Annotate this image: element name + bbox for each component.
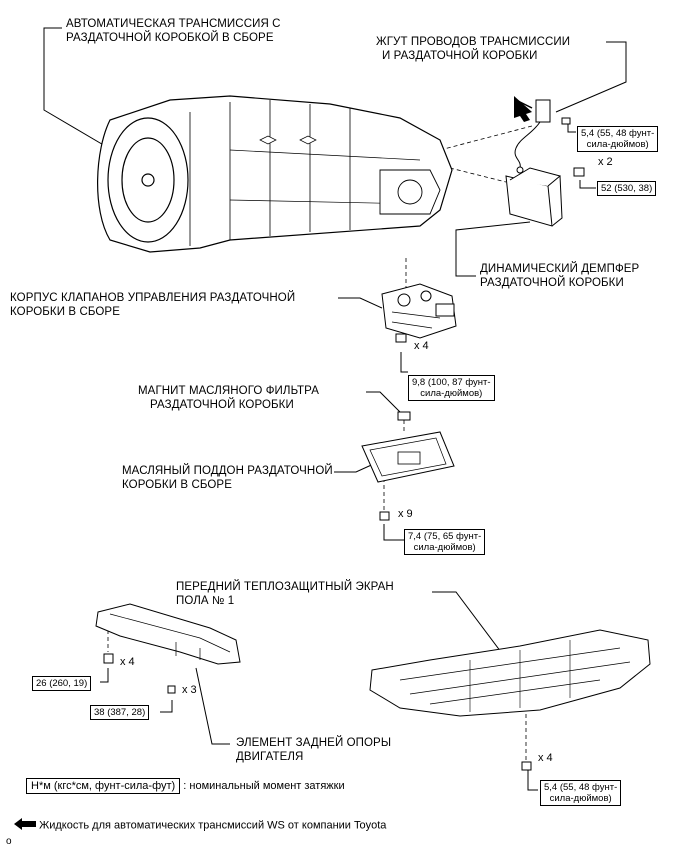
- torque-shield-bolt: 5,4 (55, 48 фунт- сила-дюймов): [540, 780, 622, 806]
- label-line: ЭЛЕМЕНТ ЗАДНЕЙ ОПОРЫ: [236, 737, 392, 749]
- transmission-drawing: [97, 95, 453, 253]
- torque-harness-bolt: 5,4 (55, 48 фунт- сила-дюймов): [577, 126, 659, 152]
- leader-magnet: [366, 391, 401, 413]
- torque-line: 7,4 (75, 65 фунт-: [408, 531, 482, 542]
- leader-mountbolt-torque: [100, 668, 109, 683]
- label-line: МАГНИТ МАСЛЯНОГО ФИЛЬТРА: [138, 385, 319, 397]
- leader-rearmount: [195, 667, 230, 745]
- magnet-drawing: [397, 411, 411, 421]
- torque-line: 9,8 (100, 87 фунт-: [412, 377, 491, 388]
- label-transmission: АВТОМАТИЧЕСКАЯ ТРАНСМИССИЯ С РАЗДАТОЧНОЙ…: [66, 17, 281, 45]
- label-line: ДИНАМИЧЕСКИЙ ДЕМПФЕР: [480, 263, 640, 275]
- torque-line: 5,4 (55, 48 фунт-: [581, 128, 655, 139]
- label-line: МАСЛЯНЫЙ ПОДДОН РАЗДАТОЧНОЙ: [122, 465, 333, 477]
- legend-torque: Н*м (кгс*см, фунт-сила-фут) : номинальны…: [26, 778, 345, 794]
- leader-damper: [455, 221, 531, 277]
- label-line: ПОЛА № 1: [176, 595, 235, 607]
- torque-line: 26 (260, 19): [36, 678, 88, 689]
- leader-damper-torque: [579, 180, 596, 189]
- leader-pan-torque: [383, 524, 404, 541]
- valve-body-drawing: [381, 283, 457, 339]
- torque-line: 52 (530, 38): [601, 183, 653, 194]
- torque-damper-bolt: 52 (530, 38): [597, 181, 657, 196]
- harness-drawing: [514, 99, 551, 174]
- label-line: ПЕРЕДНИЙ ТЕПЛОЗАЩИТНЫЙ ЭКРАН: [176, 581, 394, 593]
- dash-harness: [439, 125, 533, 151]
- torque-line: сила-дюймов): [586, 139, 649, 150]
- legend-fluid-text: Жидкость для автоматических трансмиссий …: [39, 819, 387, 832]
- label-line: И РАЗДАТОЧНОЙ КОРОБКИ: [382, 50, 538, 62]
- damper-drawing: [505, 167, 563, 227]
- qty-mount-bolt: x 4: [120, 656, 135, 668]
- qty-pan: x 9: [398, 508, 413, 520]
- torque-line: сила-дюймов): [549, 793, 612, 804]
- heat-shield-drawing: [369, 629, 651, 717]
- fluid-arrow-icon: [14, 818, 36, 833]
- label-line: КОРОБКИ В СБОРЕ: [10, 306, 120, 318]
- leader-shield-torque: [527, 770, 538, 791]
- bolt-icons: [103, 117, 585, 771]
- label-valve-body: КОРПУС КЛАПАНОВ УПРАВЛЕНИЯ РАЗДАТОЧНОЙ К…: [10, 291, 295, 319]
- leader-transmission: [43, 27, 113, 151]
- qty-valve: x 4: [414, 340, 429, 352]
- qty-shield: x 4: [538, 752, 553, 764]
- corner-mark: o: [6, 836, 12, 847]
- label-line: КОРОБКИ В СБОРЕ: [122, 479, 232, 491]
- dash-damper: [449, 167, 507, 183]
- torque-line: 5,4 (55, 48 фунт-: [544, 782, 618, 793]
- legend-torque-desc: : номинальный момент затяжки: [183, 780, 345, 792]
- leader-valve: [338, 297, 383, 309]
- leader-valve-torque: [400, 352, 408, 373]
- label-oil-pan: МАСЛЯНЫЙ ПОДДОН РАЗДАТОЧНОЙ КОРОБКИ В СБ…: [122, 464, 333, 492]
- label-rear-mount: ЭЛЕМЕНТ ЗАДНЕЙ ОПОРЫ ДВИГАТЕЛЯ: [236, 736, 391, 764]
- leader-mountnut-torque: [160, 700, 173, 713]
- leader-harness: [555, 41, 627, 113]
- qty-damper: x 2: [598, 156, 613, 168]
- label-line: КОРПУС КЛАПАНОВ УПРАВЛЕНИЯ РАЗДАТОЧНОЙ: [10, 292, 296, 304]
- torque-line: сила-дюймов): [420, 388, 483, 399]
- legend-torque-unit: Н*м (кгс*см, фунт-сила-фут): [26, 778, 181, 794]
- rear-mount-drawing: [95, 603, 241, 665]
- torque-valve-bolt: 9,8 (100, 87 фунт- сила-дюймов): [408, 375, 495, 401]
- label-line: РАЗДАТОЧНОЙ КОРОБКОЙ В СБОРЕ: [66, 32, 274, 44]
- torque-pan-bolt: 7,4 (75, 65 фунт- сила-дюймов): [404, 529, 486, 555]
- label-heat-shield: ПЕРЕДНИЙ ТЕПЛОЗАЩИТНЫЙ ЭКРАН ПОЛА № 1: [176, 580, 394, 608]
- torque-line: 38 (387, 28): [94, 707, 146, 718]
- label-harness: ЖГУТ ПРОВОДОВ ТРАНСМИССИИ И РАЗДАТОЧНОЙ …: [376, 35, 570, 63]
- oil-pan-drawing: [361, 431, 455, 483]
- label-line: РАЗДАТОЧНОЙ КОРОБКИ: [480, 277, 624, 289]
- torque-mount-nut: 38 (387, 28): [90, 705, 150, 720]
- legend-fluid: Жидкость для автоматических трансмиссий …: [14, 818, 386, 833]
- fluid-arrow-icon: [514, 96, 532, 122]
- label-line: АВТОМАТИЧЕСКАЯ ТРАНСМИССИЯ С: [66, 18, 281, 30]
- torque-mount-bolt: 26 (260, 19): [32, 676, 92, 691]
- label-line: ЖГУТ ПРОВОДОВ ТРАНСМИССИИ: [376, 36, 571, 48]
- label-magnet: МАГНИТ МАСЛЯНОГО ФИЛЬТРА РАЗДАТОЧНОЙ КОР…: [138, 384, 319, 412]
- label-line: РАЗДАТОЧНОЙ КОРОБКИ: [150, 399, 294, 411]
- torque-line: сила-дюймов): [413, 542, 476, 553]
- leader-harness-torque: [567, 124, 576, 133]
- label-line: ДВИГАТЕЛЯ: [236, 751, 304, 763]
- label-damper: ДИНАМИЧЕСКИЙ ДЕМПФЕР РАЗДАТОЧНОЙ КОРОБКИ: [480, 262, 639, 290]
- qty-mount-nut: x 3: [182, 684, 197, 696]
